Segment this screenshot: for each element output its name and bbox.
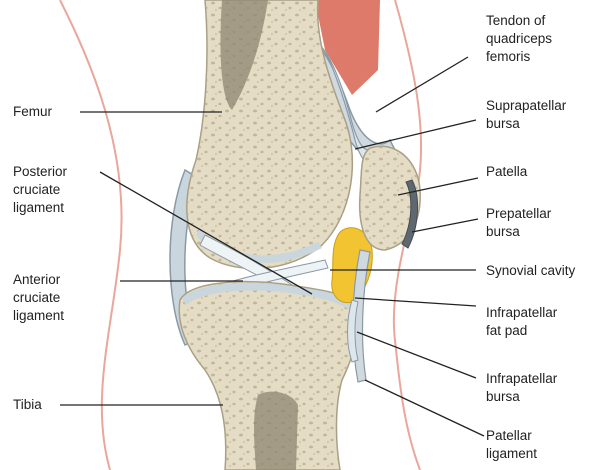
leader-line-quadriceps-tendon (376, 57, 468, 112)
leader-line-infrapatellar-bursa (357, 332, 476, 378)
leader-line-suprapatellar-bursa (355, 120, 476, 149)
leader-line-prepatellar-bursa (412, 219, 478, 232)
skin-outline-left (60, 0, 122, 470)
leader-line-patellar-ligament (365, 380, 484, 436)
label-femur: Femur (13, 103, 52, 121)
label-infrapatellar-fat-pad: Infrapatellar fat pad (486, 304, 557, 340)
tibia-marrow (254, 392, 298, 470)
label-infrapatellar-bursa: Infrapatellar bursa (486, 370, 557, 406)
leader-line-infrapatellar-fat-pad (355, 298, 476, 306)
label-patella: Patella (486, 163, 527, 181)
label-tibia: Tibia (13, 396, 42, 414)
label-patellar-ligament: Patellar ligament (486, 427, 537, 463)
label-posterior-cruciate-ligament: Posterior cruciate ligament (13, 163, 67, 217)
label-anterior-cruciate-ligament: Anterior cruciate ligament (13, 271, 64, 325)
label-suprapatellar-bursa: Suprapatellar bursa (486, 97, 566, 133)
label-synovial-cavity: Synovial cavity (486, 262, 575, 280)
label-quadriceps-tendon: Tendon of quadriceps femoris (486, 12, 552, 66)
label-prepatellar-bursa: Prepatellar bursa (486, 205, 551, 241)
